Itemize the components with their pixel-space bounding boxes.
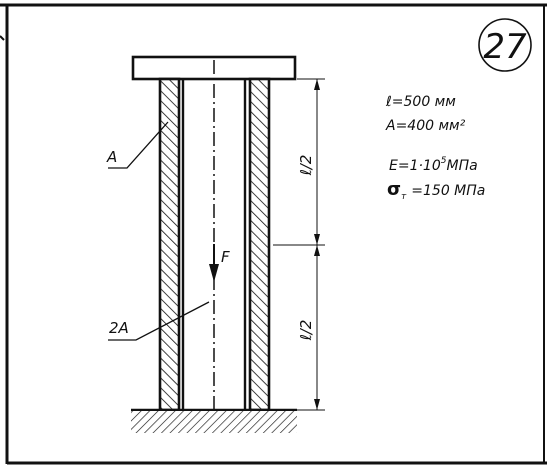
given-length: ℓ=500 мм — [385, 94, 456, 110]
given-modulus-unit: МПа — [446, 158, 477, 174]
outer-tube-right-wall — [248, 77, 271, 412]
dimension-lower-label: ℓ/2 — [297, 320, 315, 342]
dimension-lines — [273, 78, 325, 411]
inner-tube-walls — [181, 79, 247, 410]
area-label-A: A — [106, 148, 117, 166]
area-label-2A: 2A — [109, 319, 129, 337]
force-arrow — [209, 244, 219, 282]
problem-number-badge: 27 — [478, 18, 532, 72]
given-yield: σт =150 МПа — [387, 179, 485, 202]
yield-subscript: т — [401, 192, 407, 202]
leader-area-2A — [108, 301, 210, 341]
problem-number: 27 — [483, 27, 527, 67]
yield-value: =150 МПа — [411, 183, 485, 199]
dimension-upper-label: ℓ/2 — [297, 155, 315, 177]
ground-support — [131, 408, 297, 433]
leader-area-A — [108, 121, 169, 169]
given-modulus: E=1·105МПа — [389, 156, 478, 174]
given-data: ℓ=500 мм A=400 мм² E=1·105МПа σт =150 МПа — [385, 94, 485, 202]
force-label: F — [221, 248, 230, 266]
given-modulus-prefix: E=1·10 — [389, 158, 441, 174]
yield-symbol: σ — [387, 179, 401, 200]
given-modulus-exp: 5 — [441, 156, 447, 166]
given-area: A=400 мм² — [385, 118, 466, 134]
